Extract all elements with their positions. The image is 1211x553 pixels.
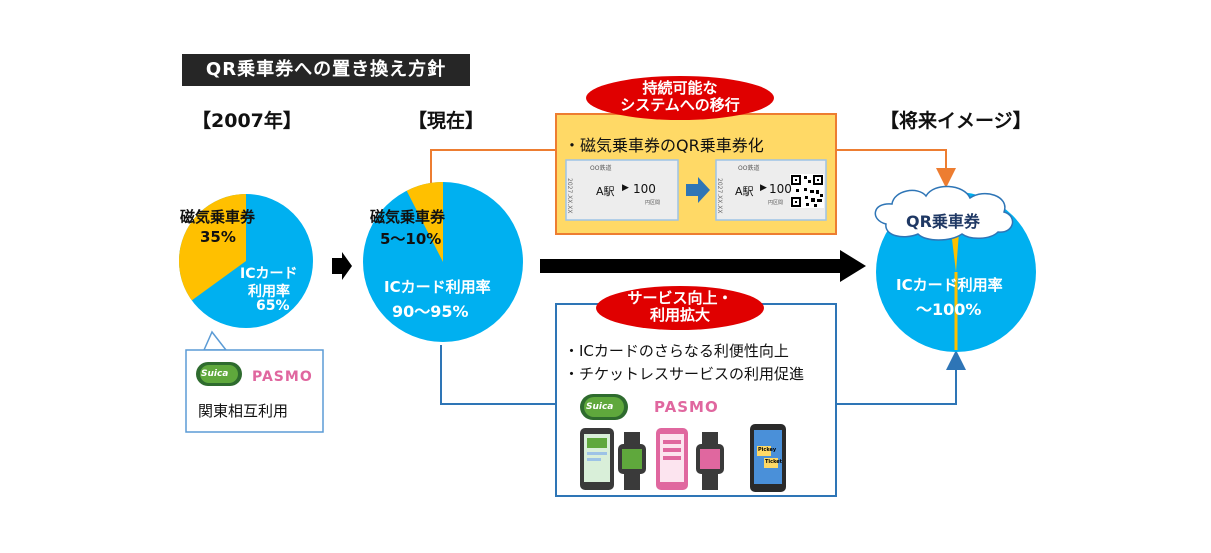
period-future-label: 【将来イメージ】 [880, 110, 1032, 132]
sustain-badge-line2: システムへの移行 [620, 96, 740, 114]
pie-now [363, 182, 523, 342]
smartphone-ticketless-icon [750, 424, 786, 492]
sustain-badge-text: 持続可能な システムへの移行 [586, 80, 774, 114]
suica-logo-2007 [196, 362, 242, 386]
ticket-old-note: 円区間 [645, 200, 661, 206]
pie-2007-ic-label2: 利用率 [248, 284, 290, 300]
ticket-new-fare: 100 [769, 182, 792, 196]
sustain-badge-line1: 持続可能な [642, 79, 718, 97]
pie-2007-ic-label1: ICカード [240, 266, 298, 282]
pasmo-logo-service: PASMO [654, 398, 719, 416]
orange-connector-left [430, 149, 556, 190]
pie-now-ic-pct: 90～95% [392, 302, 469, 321]
service-badge-line2: 利用拡大 [649, 306, 710, 324]
service-bullet-1: ・ICカードのさらなる利便性向上 [564, 342, 789, 360]
pie-2007-mag-label: 磁気乗車券 [180, 208, 256, 226]
main-arrow-head [840, 250, 866, 282]
callout-2007-gap [205, 351, 225, 354]
service-bullet-2: ・チケットレスサービスの利用促進 [564, 365, 805, 383]
ticket-new-date: 2027.XX.XX [716, 178, 723, 214]
ticket-new-station: A駅 [735, 185, 754, 198]
pie-now-magnetic-slice [406, 182, 443, 262]
ticket-new-header: OO鉄道 [738, 165, 760, 172]
pie-now-mag-pct: 5～10% [380, 230, 442, 248]
ticket-old [565, 159, 679, 221]
period-now-label: 【現在】 [408, 110, 485, 132]
service-badge-text: サービス向上・ 利用拡大 [596, 290, 764, 324]
pie-2007 [178, 194, 313, 328]
qr-cloud [874, 185, 1014, 241]
smartphone-pasmo-icon [656, 428, 688, 490]
ticket-old-station: A駅 [596, 185, 615, 198]
blue-connector-right [836, 350, 966, 405]
orange-connector-right [836, 149, 956, 188]
pie-future [874, 185, 1036, 352]
suica-logo-text-service: Suica [586, 402, 614, 412]
ticket-new-arrow: ▶ [760, 183, 767, 193]
suica-logo-service [580, 394, 628, 420]
ticket-old-date: 2027.XX.XX [566, 178, 573, 214]
sustain-bullet: ・磁気乗車券のQR乗車券化 [564, 136, 764, 155]
smartwatch-pasmo-icon [696, 432, 724, 490]
pie-2007-mag-pct: 35% [200, 228, 236, 246]
qr-code-icon [790, 174, 824, 208]
blue-connector-left [440, 345, 556, 405]
callout-2007-pointer [202, 330, 228, 351]
suica-logo-text-2007: Suica [201, 369, 229, 379]
service-badge-line1: サービス向上・ [627, 289, 733, 307]
pie-future-ic-label: ICカード利用率 [896, 276, 1003, 294]
pie-2007-ic-pct: 65% [256, 298, 290, 314]
small-arrow [332, 252, 352, 280]
pie-future-ic-pct: ～100% [916, 300, 982, 319]
callout-2007-caption: 関東相互利用 [198, 402, 289, 420]
phone-ticket-label2: Ticket [765, 459, 783, 465]
pie-now-ic-label: ICカード利用率 [384, 278, 491, 296]
period-2007-label: 【2007年】 [192, 110, 302, 132]
main-arrow-shaft [540, 259, 840, 273]
pie-future-qr-label: QR乗車券 [906, 212, 980, 231]
phone-ticket-label1: Pickey [758, 447, 777, 453]
ticket-old-arrow: ▶ [622, 183, 629, 193]
pie-now-mag-label: 磁気乗車券 [370, 208, 446, 226]
smartwatch-suica-icon [618, 432, 646, 490]
sustain-badge [586, 76, 774, 120]
ticket-old-fare: 100 [633, 182, 656, 196]
ticket-new-note: 円区間 [768, 200, 784, 206]
smartphone-suica-icon [580, 428, 614, 490]
page-title: QR乗車券への置き換え方針 [182, 54, 470, 86]
pie-2007-magnetic-slice [178, 194, 246, 301]
service-badge [596, 286, 764, 330]
pasmo-logo-2007: PASMO [252, 369, 313, 385]
ticket-old-header: OO鉄道 [590, 165, 612, 172]
ticket-transform-arrow [686, 177, 710, 203]
